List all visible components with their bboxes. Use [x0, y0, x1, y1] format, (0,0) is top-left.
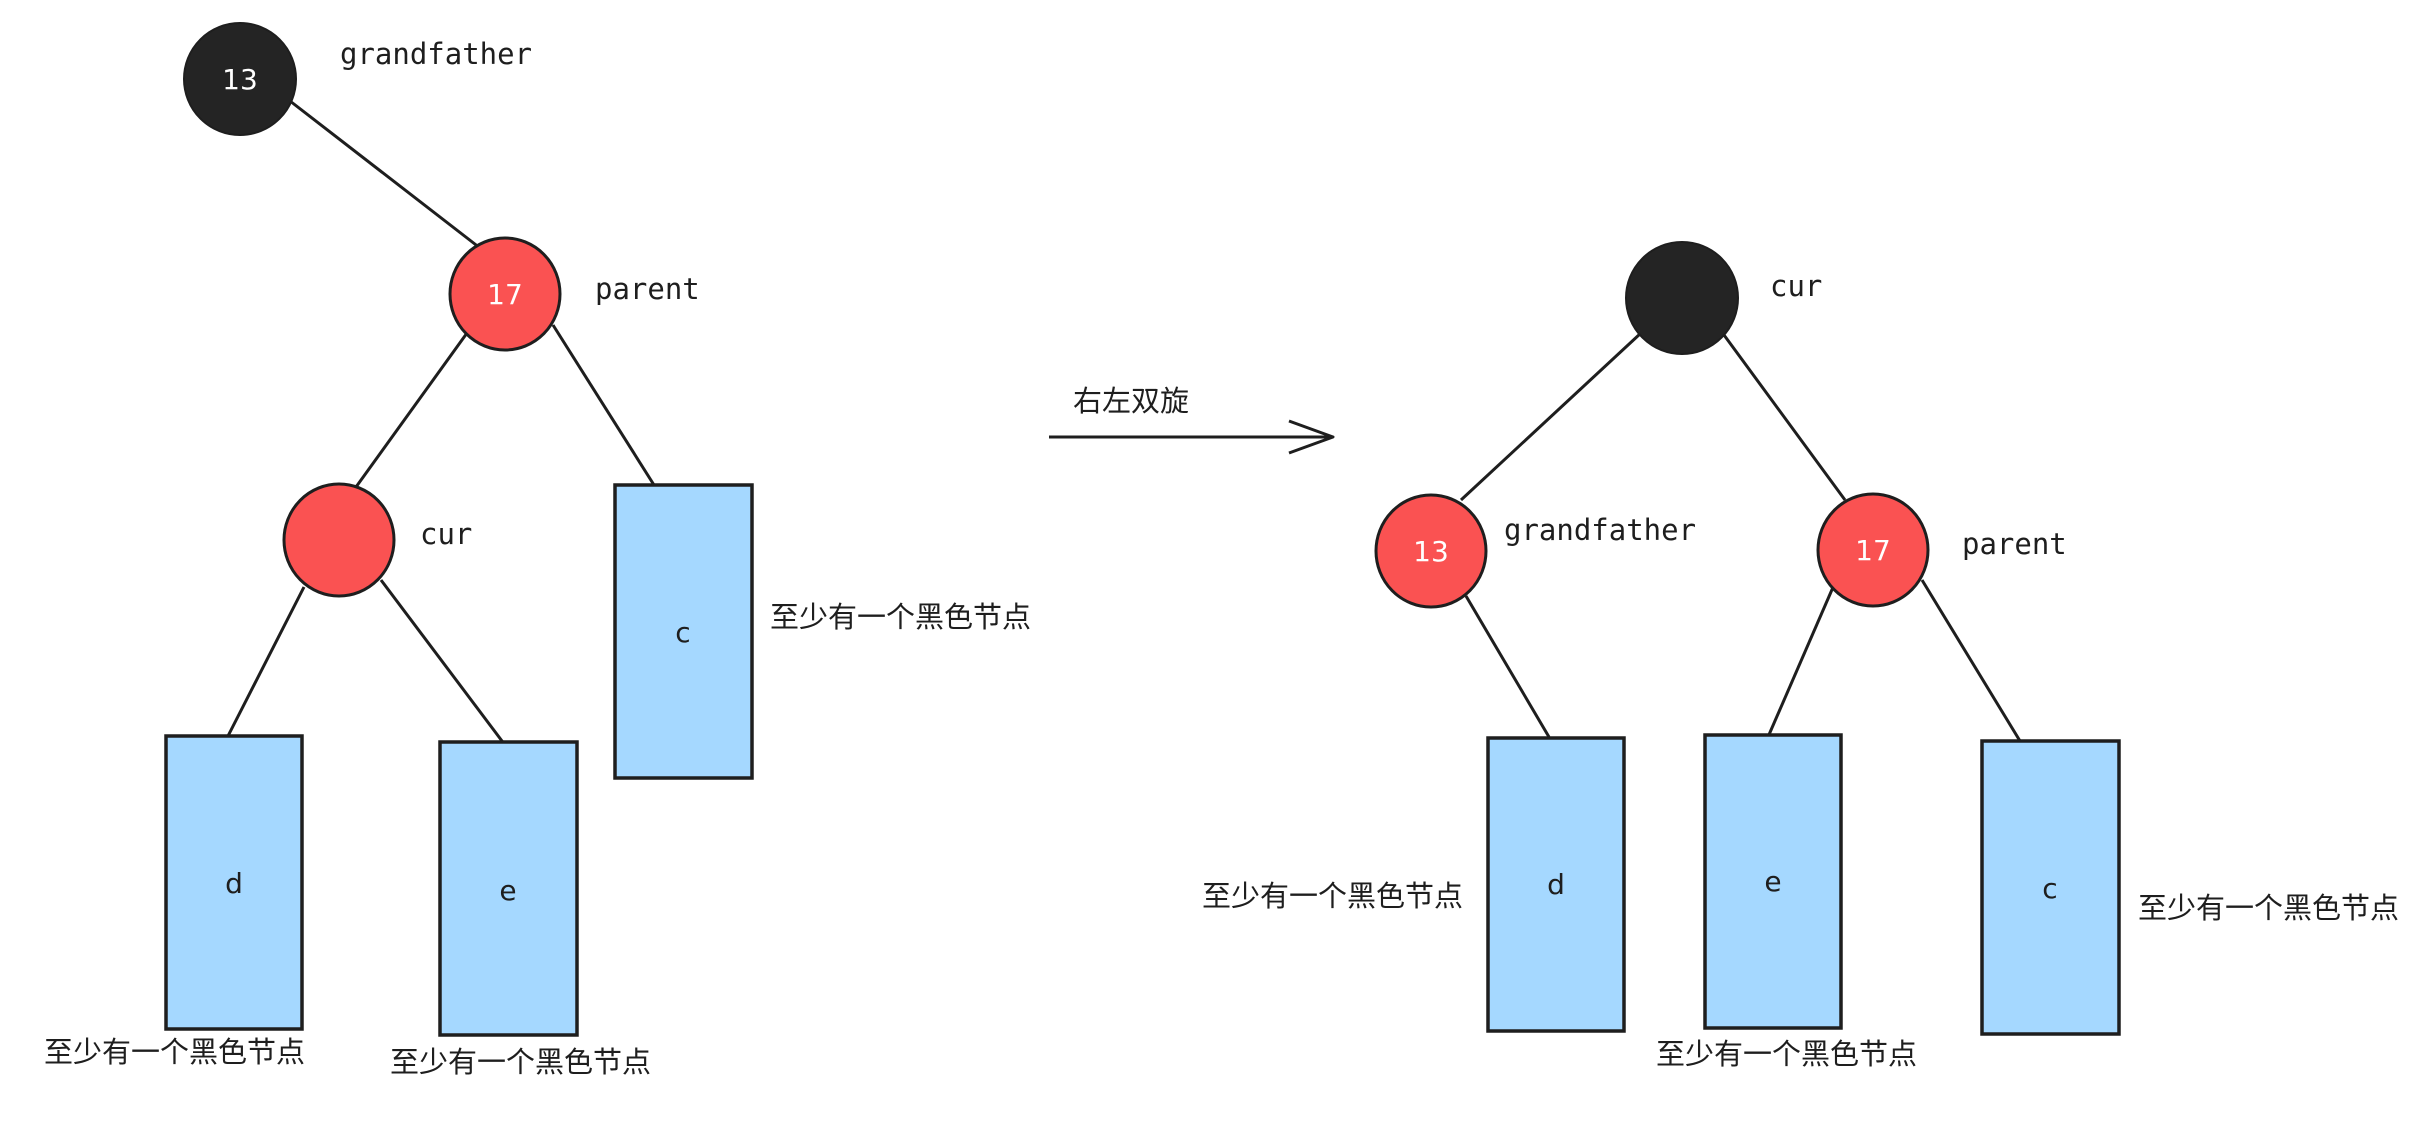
red-node-circle: [448, 236, 562, 352]
subtree-note: 至少有一个黑色节点: [44, 1035, 305, 1069]
node-grandfather: 13 grandfather: [1374, 493, 1696, 609]
node-role-label: parent: [595, 272, 700, 306]
red-node-circle: [282, 482, 396, 598]
subtree-d: d 至少有一个黑色节点: [1202, 736, 1626, 1033]
node-role-label: grandfather: [340, 37, 532, 71]
node-role-label: cur: [1770, 269, 1822, 303]
subtree-c: c 至少有一个黑色节点: [1980, 739, 2399, 1036]
node-parent: 17 parent: [448, 236, 700, 352]
subtree-note: 至少有一个黑色节点: [390, 1045, 651, 1079]
subtree-d: d 至少有一个黑色节点: [44, 734, 305, 1069]
after-tree: cur 13 grandfather 17 parent d 至少有一个黑色节点…: [1202, 241, 2399, 1071]
subtree-note: 至少有一个黑色节点: [2138, 891, 2399, 925]
before-tree: 13 grandfather 17 parent cur c 至少有一个黑色节点…: [44, 22, 1031, 1079]
red-node-circle: [1374, 493, 1488, 609]
subtree-label: c: [2042, 872, 2057, 905]
node-value: 13: [1413, 535, 1449, 568]
edge-cur-grandfather: [1459, 331, 1643, 502]
subtree-e: e 至少有一个黑色节点: [390, 740, 651, 1079]
edge-parent-c: [551, 324, 656, 486]
subtree-box: [1486, 736, 1626, 1033]
rotation-transition: 右左双旋: [1049, 384, 1335, 455]
subtree-note: 至少有一个黑色节点: [1656, 1037, 1917, 1071]
subtree-box: [613, 483, 754, 780]
subtree-c: c 至少有一个黑色节点: [613, 483, 1031, 780]
black-node-circle: [183, 22, 297, 136]
edge-parent-e: [1766, 584, 1836, 738]
subtree-label: c: [675, 616, 690, 649]
subtree-note: 至少有一个黑色节点: [1202, 879, 1463, 913]
node-grandfather: 13 grandfather: [183, 22, 532, 136]
red-node-circle: [1816, 492, 1930, 608]
node-parent: 17 parent: [1816, 492, 2067, 608]
node-value: 17: [1855, 534, 1891, 567]
black-node-circle: [1625, 241, 1739, 355]
subtree-label: d: [1547, 868, 1565, 901]
node-value: 13: [222, 63, 258, 96]
node-cur: cur: [1625, 241, 1822, 355]
edge-grandfather-d: [1464, 595, 1551, 738]
subtree-label: e: [1764, 865, 1781, 898]
rotation-label: 右左双旋: [1073, 384, 1189, 418]
subtree-label: d: [225, 867, 243, 900]
edge-parent-c: [1920, 579, 2022, 742]
node-role-label: cur: [420, 517, 472, 551]
node-role-label: grandfather: [1504, 513, 1696, 547]
edge-cur-parent: [1722, 334, 1847, 501]
subtree-box: [1703, 733, 1843, 1030]
subtree-note: 至少有一个黑色节点: [770, 600, 1031, 634]
subtree-label: e: [499, 874, 516, 907]
edge-grandfather-parent: [289, 99, 481, 250]
node-cur: cur: [282, 482, 472, 598]
subtree-box: [164, 734, 304, 1031]
edge-cur-e: [379, 579, 507, 746]
subtree-box: [1980, 739, 2121, 1036]
edge-parent-cur: [354, 332, 469, 488]
node-value: 17: [487, 278, 523, 311]
right-arrow-icon: [1049, 419, 1335, 455]
node-role-label: parent: [1962, 527, 2067, 561]
subtree-box: [438, 740, 579, 1037]
subtree-e: e 至少有一个黑色节点: [1656, 733, 1917, 1071]
edge-cur-d: [226, 586, 306, 737]
